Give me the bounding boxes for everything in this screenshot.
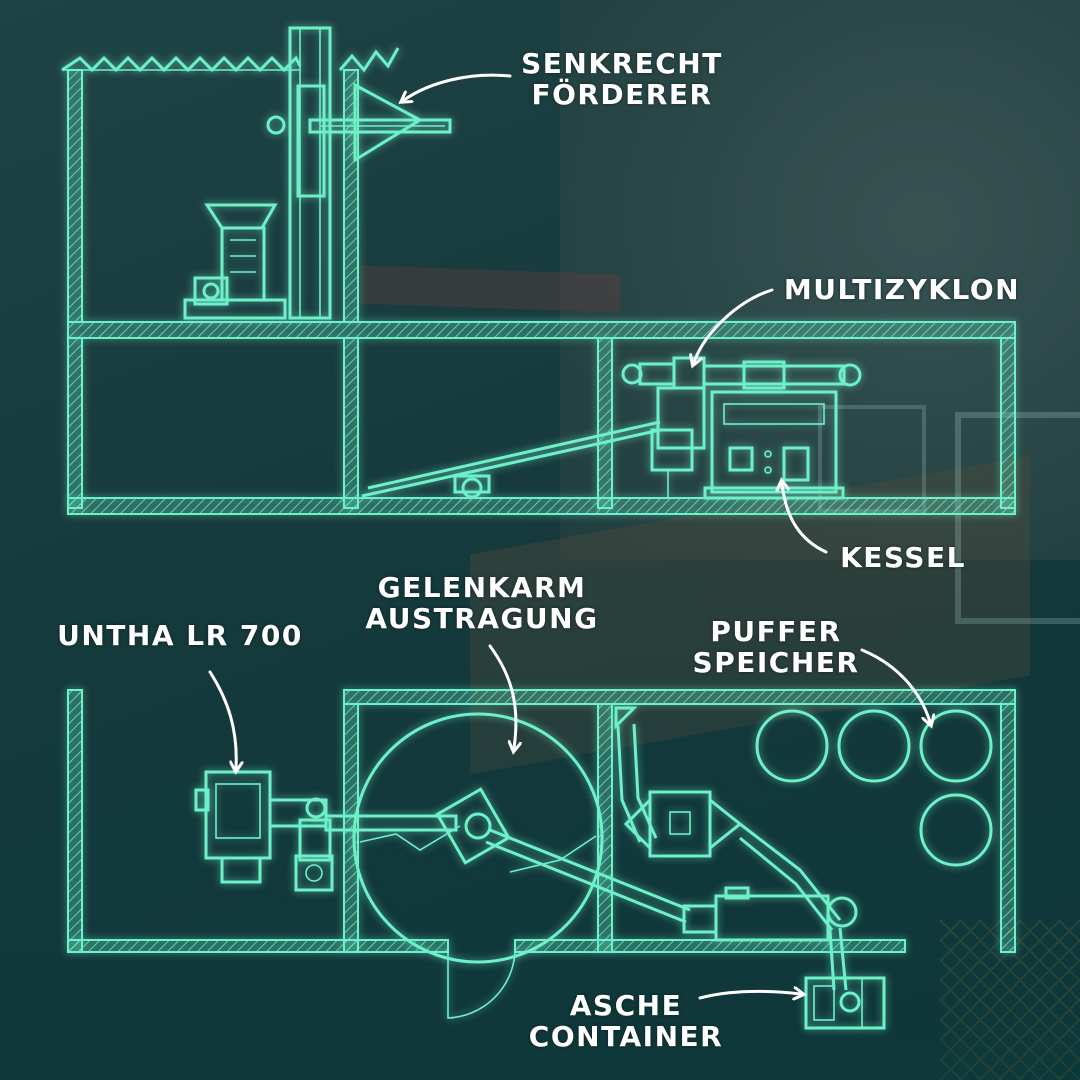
label-line: SENKRECHT: [521, 47, 723, 80]
boiler-side: [703, 390, 845, 500]
arrow-untha: [208, 670, 236, 768]
arrow-senkrecht: [404, 73, 512, 100]
plan-view: [67, 689, 1016, 1030]
annotation-arrows: [208, 73, 930, 998]
arrow-puffer: [860, 648, 930, 722]
arrow-kessel: [782, 484, 828, 554]
label-senkrecht-foerderer: SENKRECHT FÖRDERER: [512, 48, 732, 110]
room-wall-left: [67, 337, 83, 509]
label-line: AUSTRAGUNG: [365, 602, 599, 635]
background-wall: [560, 0, 1080, 560]
label-line: UNTHA LR 700: [57, 619, 303, 652]
door-swing: [447, 951, 516, 1019]
plan-wall-right: [1000, 703, 1016, 953]
label-gelenkarm-austragung: GELENKARM AUSTRAGUNG: [352, 572, 612, 634]
room-wall-right: [1000, 337, 1016, 509]
lower-floor-slab: [67, 497, 1016, 515]
label-kessel: KESSEL: [828, 542, 978, 573]
label-puffer-speicher: PUFFER SPEICHER: [676, 616, 876, 678]
label-asche-container: ASCHE CONTAINER: [516, 990, 736, 1052]
inclined-conveyor: [361, 420, 661, 499]
background-shade: [0, 540, 1080, 1080]
arrow-multizyklon: [694, 288, 774, 362]
arrow-asche: [698, 991, 800, 998]
roof: [61, 47, 400, 73]
untha-shredder-plan: [194, 770, 458, 892]
arrow-gelenkarm: [488, 644, 516, 748]
label-untha-lr-700: UNTHA LR 700: [40, 620, 320, 651]
boiler-room-plan: [614, 706, 858, 991]
label-line: PUFFER: [710, 615, 842, 648]
buffer-storage-tanks: [755, 709, 993, 867]
label-line: FÖRDERER: [531, 78, 713, 111]
articulated-arm-bunker: [352, 712, 691, 964]
wall-column: [343, 69, 359, 323]
room-wall: [597, 337, 613, 509]
label-line: CONTAINER: [528, 1020, 724, 1053]
multicyclone-side: [621, 356, 862, 498]
upper-floor-slab: [67, 321, 1016, 339]
label-line: KESSEL: [840, 541, 966, 574]
label-multizyklon: MULTIZYKLON: [772, 274, 1032, 305]
plan-wall-bottom: [67, 939, 449, 953]
label-line: MULTIZYKLON: [783, 273, 1021, 306]
label-line: ASCHE: [569, 989, 683, 1022]
room-wall: [343, 337, 359, 509]
shredder-side: [183, 203, 287, 320]
left-post: [67, 69, 83, 323]
plan-wall-bottom: [514, 939, 906, 953]
plan-wall-left: [67, 689, 83, 953]
side-view: [61, 26, 1016, 515]
label-line: SPEICHER: [692, 646, 860, 679]
ash-container-plan: [804, 976, 886, 1030]
label-line: GELENKARM: [377, 571, 587, 604]
